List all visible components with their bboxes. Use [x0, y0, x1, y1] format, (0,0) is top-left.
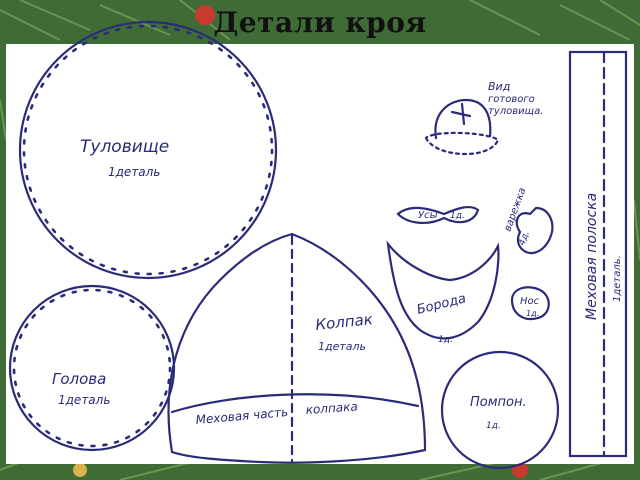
mitten-qty: 4д. [517, 230, 531, 247]
head-qty: 1деталь [58, 393, 110, 407]
cap-fur-line [170, 393, 420, 414]
nose-label: Нос [520, 296, 540, 307]
body-label: Туловище [80, 137, 169, 157]
view-hat-top [434, 98, 492, 140]
cap-qty: 1деталь [318, 340, 366, 353]
slide-title: Детали кроя [213, 6, 427, 39]
beard-qty: 1д. [438, 335, 453, 345]
mustache-qty: 1д. [450, 211, 465, 221]
view-hat-star [450, 102, 472, 126]
head-piece-outline [8, 284, 176, 452]
body-piece-outline [18, 20, 278, 280]
cap-fur-label: Меховая часть [195, 405, 289, 427]
mustache-piece [396, 205, 480, 224]
fur-strip-qty: 1деталь. [612, 255, 623, 302]
gold-ornament-icon [73, 463, 87, 477]
pompon-piece [440, 350, 560, 470]
beard-piece [386, 240, 500, 340]
pompon-label: Помпон. [470, 395, 527, 410]
fur-strip-outline [568, 50, 628, 458]
cap-label: Колпак [315, 310, 374, 334]
nose-piece [510, 286, 550, 321]
cap-piece-outline [167, 232, 427, 464]
beard-label: Борода [415, 291, 467, 318]
fur-strip-label: Меховая полоска [584, 193, 600, 320]
pompon-qty: 1д. [486, 421, 501, 431]
body-qty: 1деталь [108, 165, 160, 179]
mustache-label: Усы [418, 210, 438, 221]
red-ornament-icon [195, 5, 215, 25]
view-hat-fur [424, 131, 500, 156]
mitten-label: варежка [502, 186, 528, 233]
head-piece-stitches [12, 288, 172, 448]
cap-fur-label-2: колпака [305, 399, 358, 417]
head-label: Голова [52, 370, 106, 388]
nose-qty: 1д. [526, 309, 539, 318]
body-piece-stitches [22, 24, 274, 276]
view-label-1: Вид [488, 80, 510, 93]
view-label-2: готового [488, 94, 535, 105]
mitten-piece [515, 206, 554, 255]
view-label-3: туловища. [488, 106, 543, 117]
